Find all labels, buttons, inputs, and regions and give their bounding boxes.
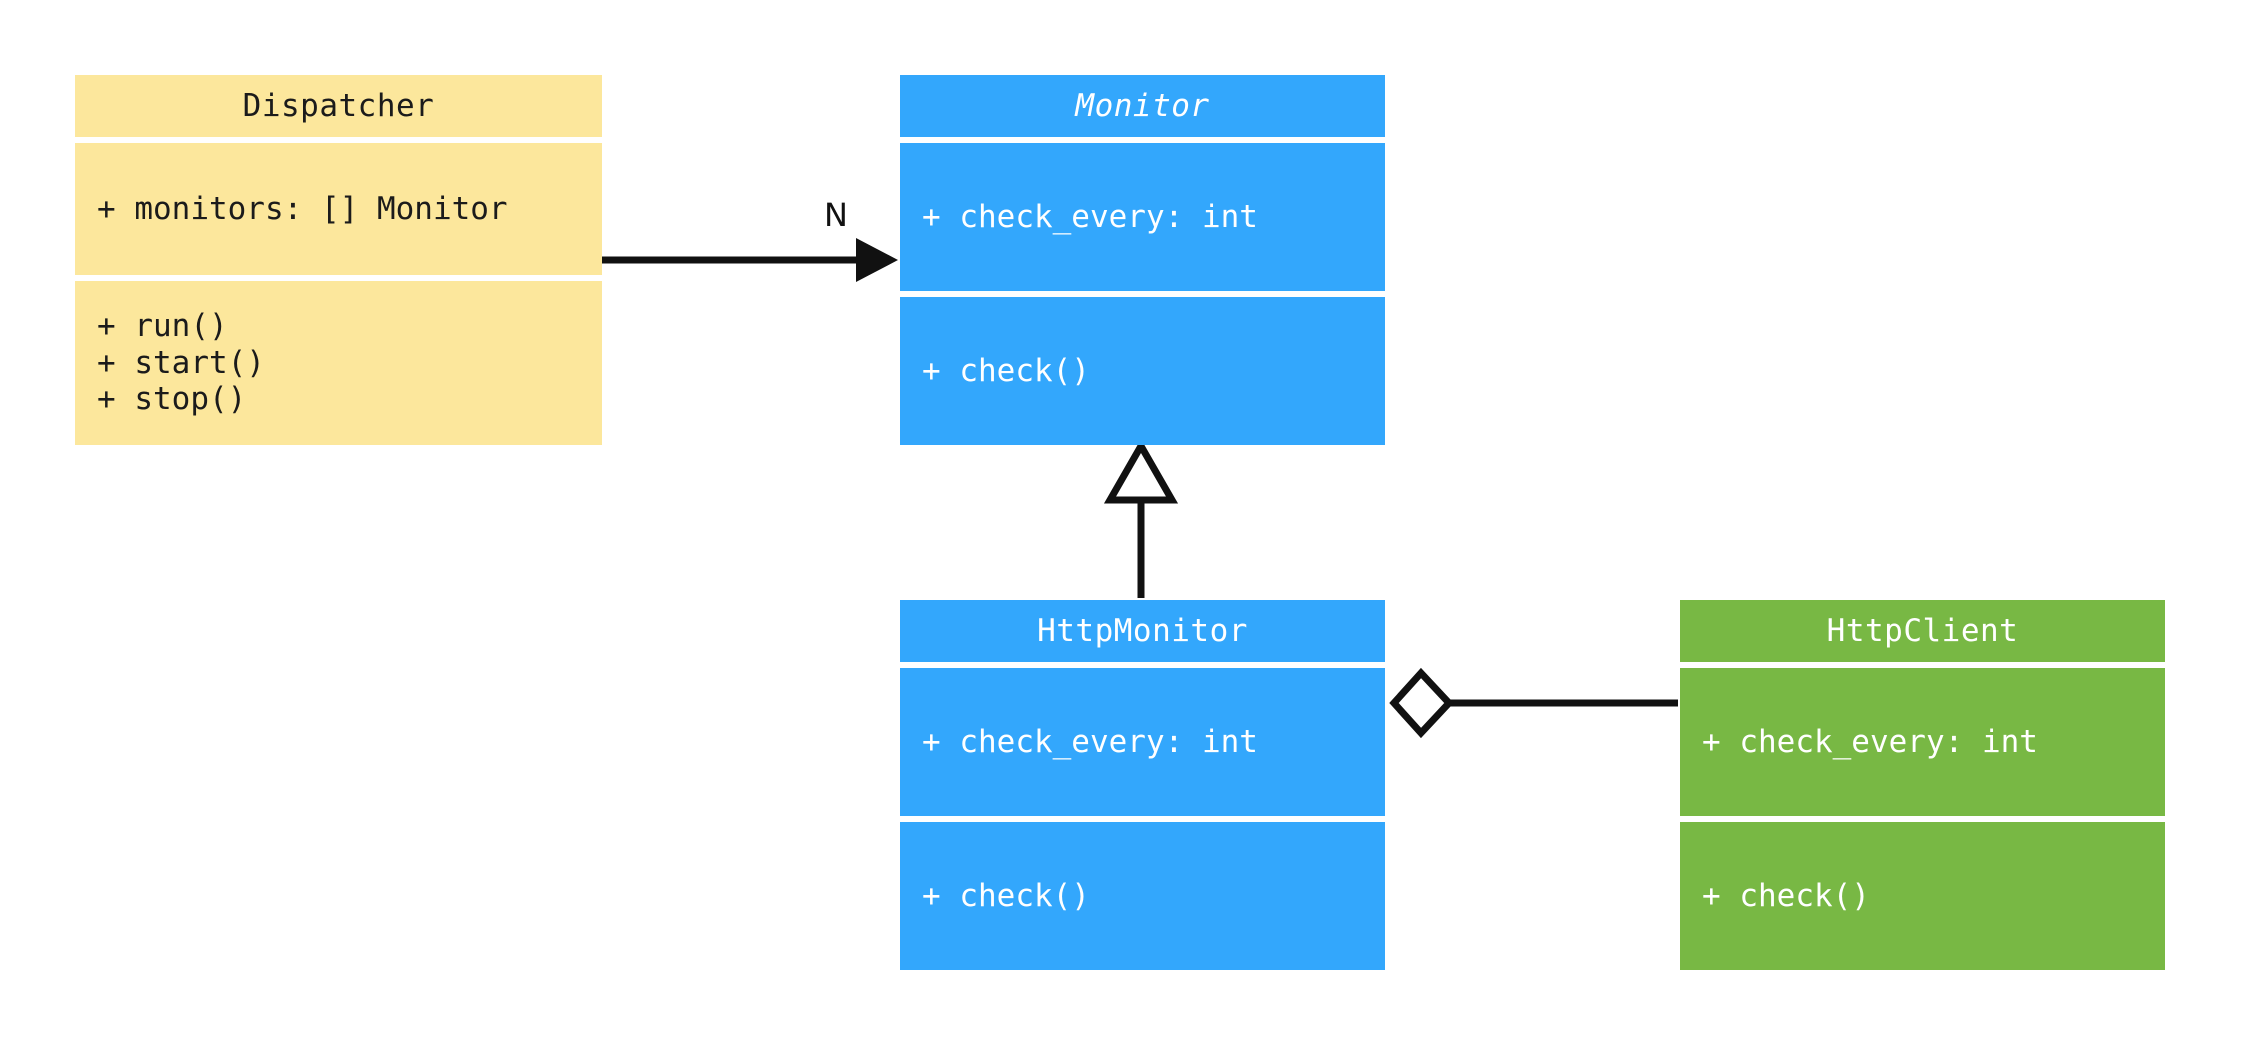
method-row: + check() [922, 877, 1090, 914]
class-attributes-compartment: + check_every: int [1680, 668, 2165, 816]
attribute-row: + check_every: int [1702, 723, 2038, 760]
class-methods-compartment: + check() [1680, 822, 2165, 970]
class-attributes-compartment: + check_every: int [900, 143, 1385, 291]
hollow-triangle-icon [1103, 438, 1179, 504]
class-name-monitor: Monitor [1075, 87, 1210, 124]
class-attributes-compartment: + check_every: int [900, 668, 1385, 816]
method-row: + check() [922, 352, 1090, 389]
multiplicity-label-n: N [824, 196, 848, 234]
class-methods-compartment: + check() [900, 822, 1385, 970]
edge-httpmonitor-to-httpclient [1389, 667, 1678, 739]
class-name-http-monitor: HttpMonitor [1037, 612, 1248, 649]
method-row: + stop() [97, 381, 247, 418]
class-title-compartment: Dispatcher [75, 75, 602, 137]
class-title-compartment: HttpClient [1680, 600, 2165, 662]
edge-dispatcher-to-monitor [602, 238, 898, 282]
method-row: + start() [97, 344, 265, 381]
class-box-http-client[interactable]: HttpClient + check_every: int + check() [1680, 600, 2165, 970]
class-title-compartment: Monitor [900, 75, 1385, 137]
class-attributes-compartment: + monitors: [] Monitor [75, 143, 602, 275]
method-row: + check() [1702, 877, 1870, 914]
class-name-dispatcher: Dispatcher [242, 87, 435, 124]
attribute-row: + check_every: int [922, 723, 1258, 760]
hollow-diamond-icon [1389, 667, 1454, 739]
class-box-monitor[interactable]: Monitor + check_every: int + check() [900, 75, 1385, 445]
attribute-row: + check_every: int [922, 198, 1258, 235]
edge-httpmonitor-to-monitor [1103, 438, 1179, 598]
class-name-http-client: HttpClient [1826, 612, 2019, 649]
class-box-dispatcher[interactable]: Dispatcher + monitors: [] Monitor + run(… [75, 75, 602, 445]
class-methods-compartment: + run() + start() + stop() [75, 281, 602, 445]
method-row: + run() [97, 308, 228, 345]
attribute-row: + monitors: [] Monitor [97, 190, 508, 227]
class-box-http-monitor[interactable]: HttpMonitor + check_every: int + check() [900, 600, 1385, 970]
class-title-compartment: HttpMonitor [900, 600, 1385, 662]
filled-arrowhead-icon [856, 238, 898, 282]
class-methods-compartment: + check() [900, 297, 1385, 445]
